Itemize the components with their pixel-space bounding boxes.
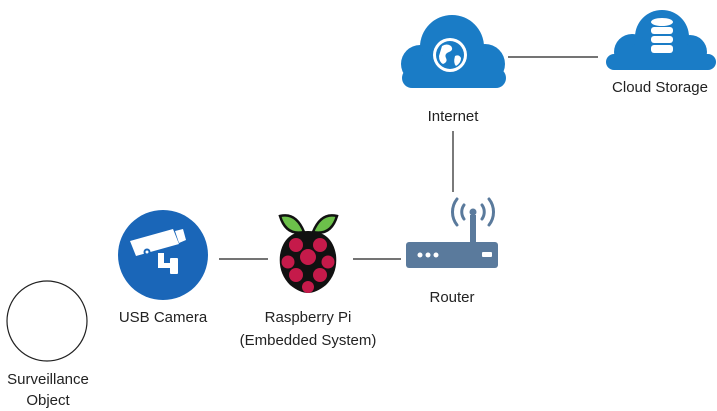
internet-label: Internet bbox=[427, 108, 479, 125]
cctv-camera-icon bbox=[118, 210, 208, 300]
surveillance-object-label: Surveillance bbox=[7, 371, 89, 388]
circle-icon bbox=[6, 280, 88, 362]
raspberry-pi-sublabel: (Embedded System) bbox=[239, 332, 377, 349]
router-icon bbox=[406, 197, 498, 268]
raspberry-pi-label: Raspberry Pi bbox=[264, 309, 352, 326]
cloud-storage-label: Cloud Storage bbox=[612, 79, 708, 96]
router-label: Router bbox=[429, 289, 475, 306]
usb-camera-label: USB Camera bbox=[118, 309, 208, 326]
surveillance-object-sublabel: Object bbox=[26, 392, 70, 409]
cloud-globe-icon bbox=[401, 15, 506, 88]
cloud-database-icon bbox=[606, 10, 716, 70]
raspberry-pi-logo-icon bbox=[278, 214, 339, 293]
